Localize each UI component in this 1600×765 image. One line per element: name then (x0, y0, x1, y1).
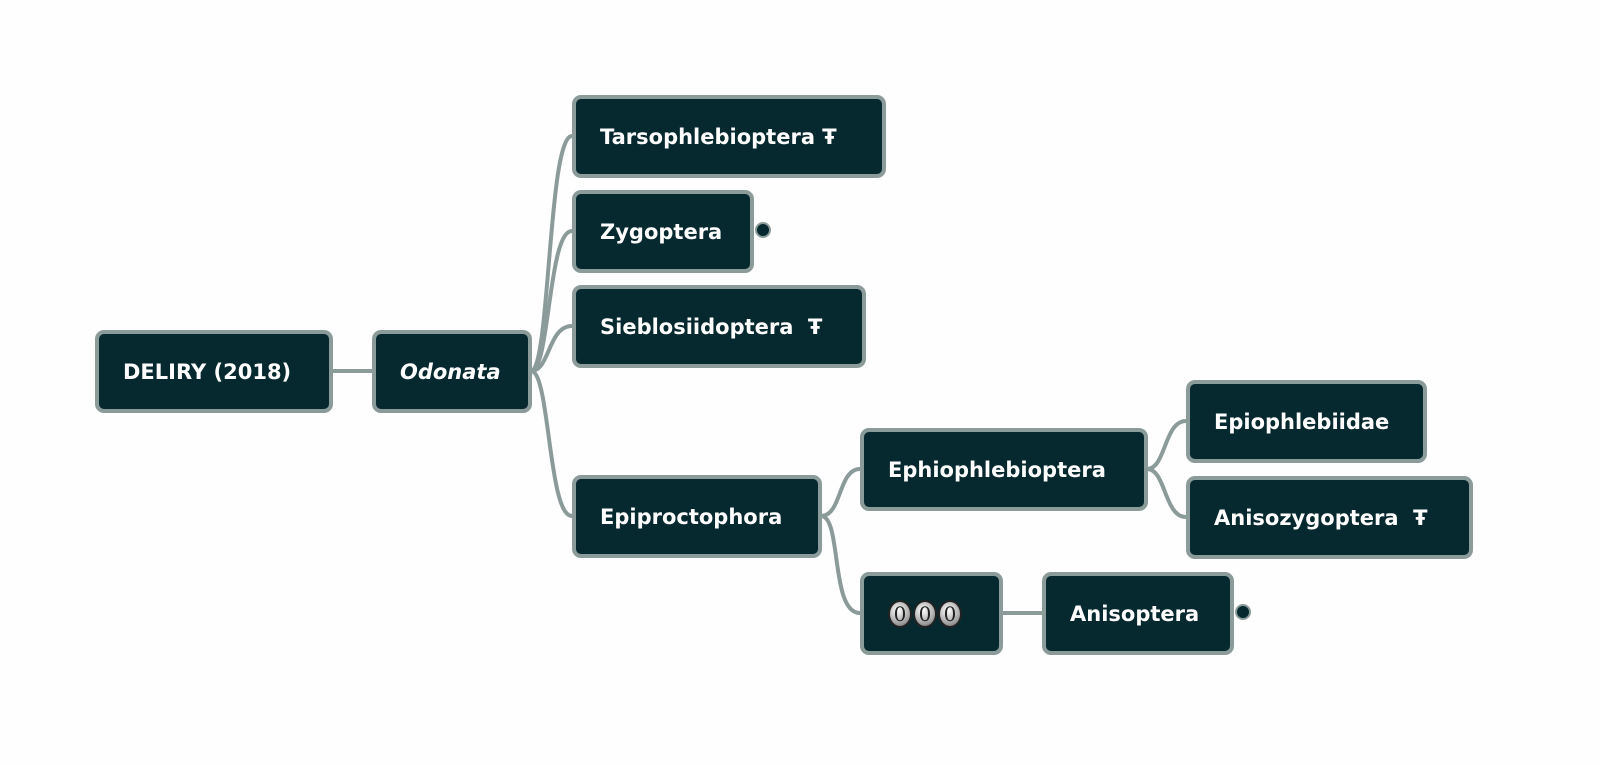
zygoptera-node[interactable]: Zygoptera (572, 190, 754, 273)
node-label: Anisoptera (1070, 601, 1200, 626)
circled-zero-icon: 0 (913, 599, 937, 628)
node-label: DELIRY (2018) (123, 359, 292, 384)
epiophlebiidae-node[interactable]: Epiophlebiidae (1186, 380, 1427, 463)
node-label: Epiophlebiidae (1214, 409, 1390, 434)
node-label: Tarsophlebioptera Ŧ (600, 124, 837, 149)
node-label: Anisozygoptera Ŧ (1214, 505, 1428, 530)
node-label: Ephiophlebioptera (888, 457, 1106, 482)
anisoptera-node[interactable]: Anisoptera (1042, 572, 1234, 655)
circled-zero-icon: 0 (888, 599, 912, 628)
node-label: Odonata (400, 359, 501, 384)
sieblosiidoptera-node[interactable]: Sieblosiidoptera Ŧ (572, 285, 866, 368)
node-label: Zygoptera (600, 219, 723, 244)
root-node[interactable]: DELIRY (2018) (95, 330, 333, 413)
collapsed-indicator-icon[interactable] (1235, 604, 1251, 620)
anisozygoptera-node[interactable]: Anisozygoptera Ŧ (1186, 476, 1473, 559)
placeholder-node[interactable]: 000 000 (860, 572, 1003, 655)
epiproctophora-node[interactable]: Epiproctophora (572, 475, 822, 558)
ephiophlebioptera-node[interactable]: Ephiophlebioptera (860, 428, 1148, 511)
node-label: Sieblosiidoptera Ŧ (600, 314, 823, 339)
node-label: Epiproctophora (600, 504, 783, 529)
collapsed-indicator-icon[interactable] (755, 222, 771, 238)
odonata-node[interactable]: Odonata (372, 330, 532, 413)
tarsophlebioptera-node[interactable]: Tarsophlebioptera Ŧ (572, 95, 886, 178)
circled-zero-icon: 0 (938, 599, 962, 628)
